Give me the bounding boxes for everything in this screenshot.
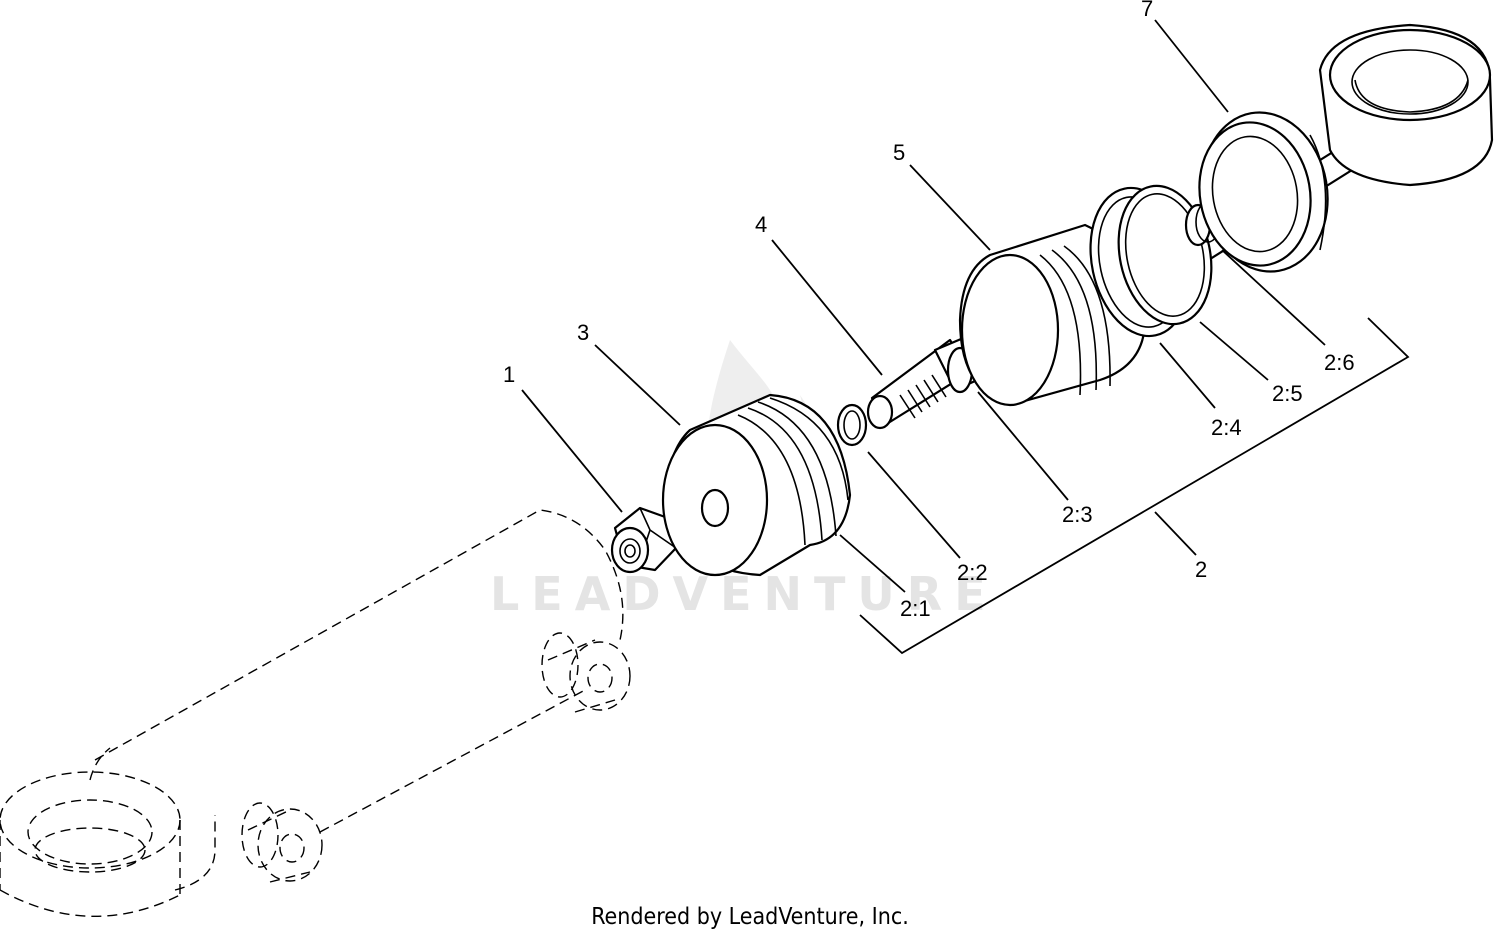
watermark-text: LEADVENTURE <box>490 567 998 621</box>
callout-2-2: 2:2 <box>957 560 988 585</box>
callout-4: 4 <box>755 212 767 237</box>
callout-2-3: 2:3 <box>1062 502 1093 527</box>
callout-2: 2 <box>1195 557 1207 582</box>
wiper-seal <box>1198 111 1329 273</box>
callout-5: 5 <box>893 140 905 165</box>
callout-2-5: 2:5 <box>1272 381 1303 406</box>
callout-3: 3 <box>577 320 589 345</box>
callout-7: 7 <box>1141 0 1153 21</box>
callout-2-4: 2:4 <box>1211 415 1242 440</box>
callout-2-1: 2:1 <box>900 596 931 621</box>
rod-eye <box>1318 23 1494 187</box>
callout-2-6: 2:6 <box>1324 350 1355 375</box>
o-ring <box>836 403 868 447</box>
lock-nut <box>610 506 678 574</box>
callout-labels: 1 3 4 5 7 2:1 2:2 2:3 2:4 2:5 2:6 2 <box>503 0 1355 621</box>
cylinder-body-phantom <box>0 509 631 917</box>
callout-1: 1 <box>503 362 515 387</box>
gland-head <box>661 393 852 577</box>
leader-lines <box>521 19 1410 655</box>
rendered-by-credit: Rendered by LeadVenture, Inc. <box>591 904 909 930</box>
